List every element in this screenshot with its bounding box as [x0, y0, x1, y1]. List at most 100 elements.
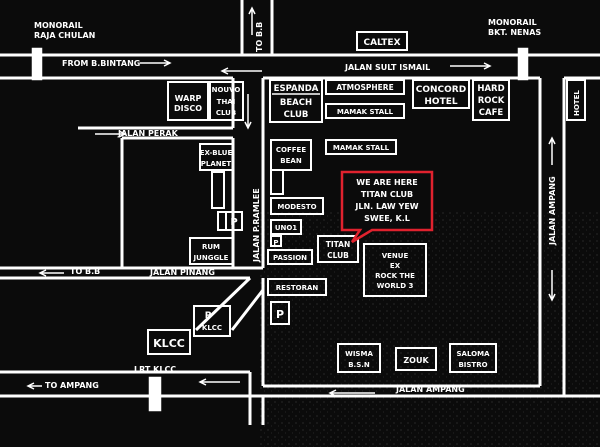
venue-name-line2: THAI [217, 98, 236, 106]
arrow-left-icon [328, 389, 375, 397]
venue-titan-club: TITAN CLUB [317, 235, 359, 263]
venue-name-line2: HOTEL [424, 97, 457, 107]
station-monorail-raja-chulan: MONORAIL RAJA CHULAN [31, 21, 95, 81]
station-name-line1: MONORAIL [488, 18, 537, 27]
parking-icon: P [276, 308, 284, 321]
parking-icon: P [205, 311, 212, 321]
venue-box [356, 31, 408, 51]
venue-name-line1: VENUE [382, 252, 409, 260]
road-label-to-bb-top: TO B.B [255, 22, 264, 52]
venue-restoran: RESTORAN [267, 278, 327, 296]
road-label-from-b-bintang: FROM B.BINTANG [62, 59, 140, 68]
callout-line4: SWEE, K.L [364, 214, 410, 223]
road-diagonal-a [194, 276, 252, 332]
venue-concord: CONCORD HOTEL [412, 79, 470, 109]
venue-name: CALTEX [363, 38, 400, 48]
venue-mamak-stall-2: MAMAK STALL [325, 139, 397, 155]
venue-zouk: ZOUK [395, 347, 437, 371]
venue-box [412, 79, 470, 109]
parking-label: KLCC [202, 324, 222, 332]
parking-box [270, 301, 290, 325]
venue-box [189, 237, 234, 265]
venue-name-line1: NOUVO [212, 86, 241, 94]
venue-name: MAMAK STALL [333, 144, 390, 152]
station-marker [517, 47, 529, 81]
venue-box [209, 81, 244, 121]
venue-name: MAMAK STALL [337, 108, 394, 116]
venue-box [472, 79, 510, 121]
venue-coffee-bean: COFFEE BEAN [270, 139, 312, 171]
venue-box [267, 249, 313, 265]
venue-mamak-stall-1: MAMAK STALL [325, 103, 405, 119]
road-label-jalan-ampang-bottom: JALAN AMPANG [395, 385, 465, 394]
station-name-line1: MONORAIL [34, 21, 83, 30]
venue-name: KLCC [153, 337, 185, 350]
venue-box [267, 278, 327, 296]
venue-box [325, 79, 405, 95]
parking-icon: P [273, 239, 278, 247]
venue-rum-jungle: RUM JUNGGLE [189, 237, 234, 265]
venue-atmosphere: ATMOSPHERE [325, 79, 405, 95]
venue-saloma: SALOMA BISTRO [449, 343, 497, 373]
venue-name: UNO1 [275, 224, 297, 232]
road-diagonal-b [230, 289, 265, 331]
station-monorail-bkt-nenas: MONORAIL BKT. NENAS [488, 18, 541, 81]
venue-name-line1: WISMA [345, 350, 373, 358]
venue-name: MODESTO [277, 203, 316, 211]
arrow-up-icon [548, 136, 556, 165]
venue-name-line1: EX-BLUE [200, 149, 233, 157]
venue-name-line1: ESPANDA [274, 84, 319, 94]
road-label-jalan-sult-ismail: JALAN SULT ISMAIL [344, 63, 430, 72]
venue-box [449, 343, 497, 373]
station-name-line2: BKT. NENAS [488, 28, 541, 37]
arrow-right-icon [140, 59, 172, 67]
venue-name: ZOUK [403, 356, 429, 365]
venue-name-line1: TITAN [326, 240, 351, 249]
venue-warp-disco: WARP DISCO [167, 81, 209, 121]
parking-box [193, 305, 231, 337]
venue-klcc: KLCC [147, 329, 191, 355]
venue-passion: PASSION [267, 249, 313, 265]
venue-name-line3: CLUB [216, 109, 236, 117]
venue-name-line2: EX [390, 262, 401, 270]
station-name-line2: RAJA CHULAN [34, 31, 95, 40]
venue-name: HOTEL [573, 90, 581, 116]
arrow-left-icon [198, 378, 240, 386]
arrow-down-icon [548, 270, 556, 302]
road-label-jalan-p-ramlee: JALAN P.RAMLEE [252, 188, 261, 263]
arrow-right-icon [450, 62, 492, 70]
venue-box [325, 103, 405, 119]
venue-rock-the-world: VENUE EX ROCK THE WORLD 3 [363, 243, 427, 297]
venue-modesto: MODESTO [270, 197, 324, 215]
arrow-left-icon [220, 67, 262, 75]
venue-box [167, 81, 209, 121]
venue-wisma: WISMA B.S.N [337, 343, 381, 373]
parking-icon: P [230, 217, 237, 228]
callout-line1: WE ARE HERE [356, 178, 417, 187]
venue-name-line1: CONCORD [416, 85, 466, 95]
parking-klcc: P KLCC [193, 305, 231, 337]
venue-box [325, 139, 397, 155]
arrow-up-icon [248, 6, 256, 35]
venue-box [147, 329, 191, 355]
venue-box [363, 243, 427, 297]
location-callout: WE ARE HERE TITAN CLUB JLN. LAW YEW SWEE… [340, 170, 434, 244]
parking-box [270, 235, 282, 247]
arrow-left-icon [26, 382, 42, 390]
arrow-left-icon [38, 269, 64, 277]
venue-name-line3: ROCK THE [375, 272, 415, 280]
building-outline [211, 171, 225, 209]
road-label-to-ampang: TO AMPANG [45, 381, 99, 390]
station-marker [31, 47, 43, 81]
venue-name-line4: WORLD 3 [377, 282, 414, 290]
venue-box [269, 79, 323, 123]
venue-espanda: ESPANDA BEACH CLUB [269, 79, 323, 123]
callout-bubble [340, 170, 434, 244]
venue-name-line2: BISTRO [458, 361, 487, 369]
venue-box [199, 143, 234, 171]
parking-near-restoran: P [270, 301, 290, 325]
venue-name: PASSION [273, 254, 307, 262]
venue-name-line1: HARD [477, 84, 504, 94]
arrow-down-icon [244, 94, 252, 130]
